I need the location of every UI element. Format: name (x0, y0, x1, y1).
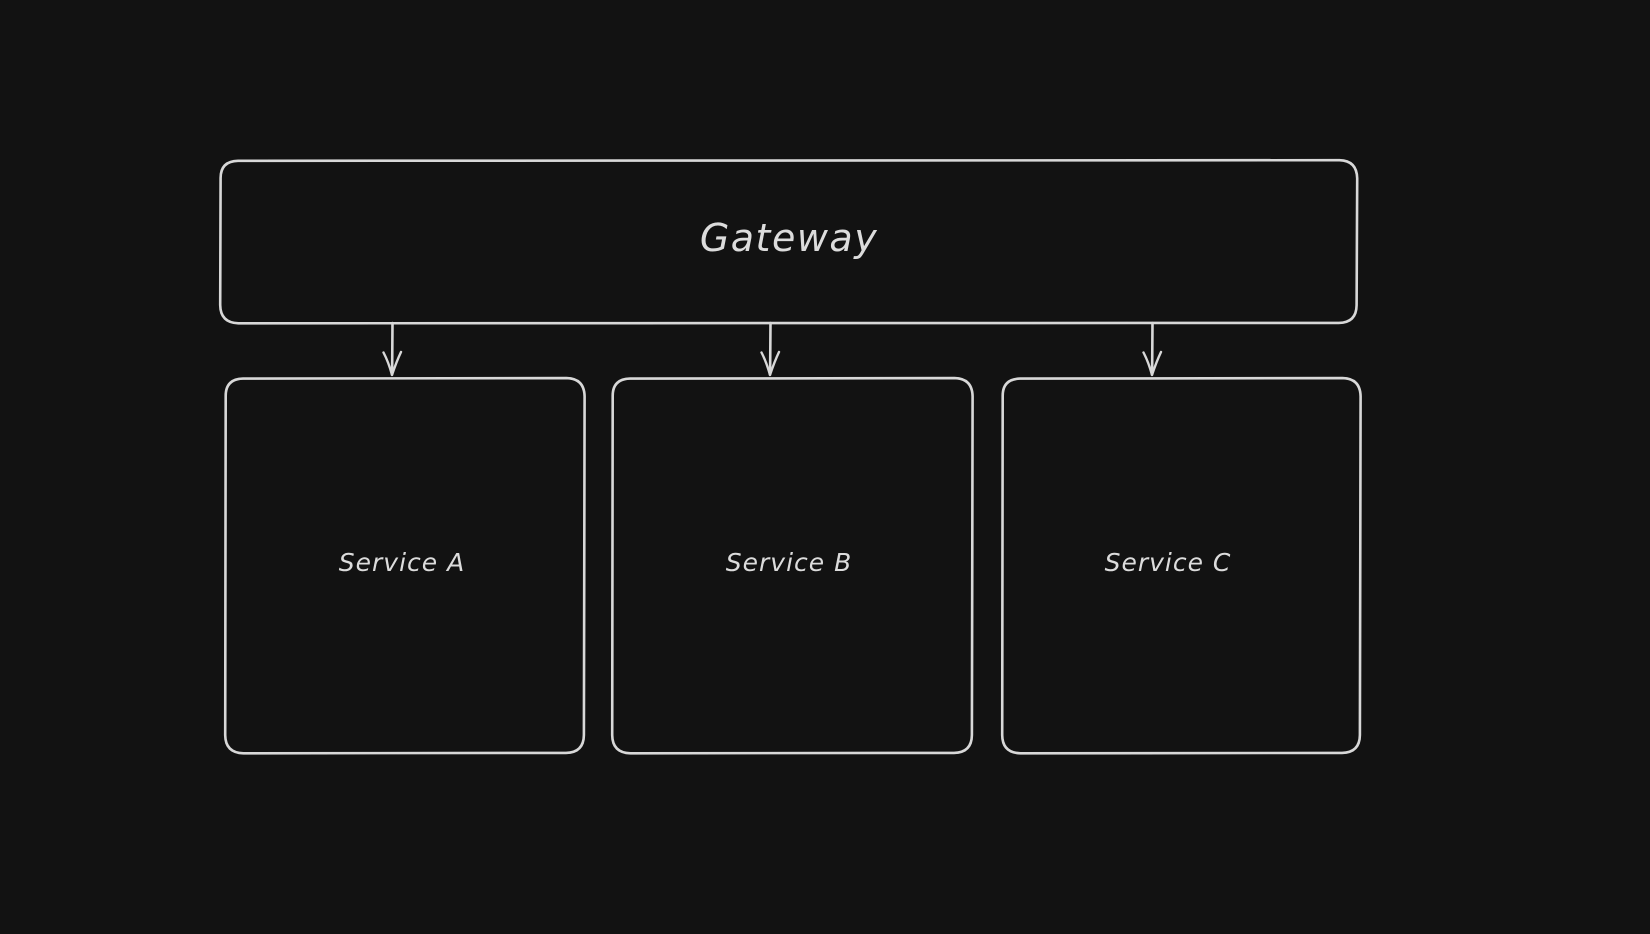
edge-gateway-to-service-c[interactable] (1142, 321, 1163, 377)
node-service-a[interactable]: Service A (223, 376, 586, 755)
node-gateway[interactable]: Gateway (218, 158, 1359, 325)
node-service-b-outline (610, 376, 974, 755)
node-layer: Gateway Service A Service B Service C (218, 158, 1362, 755)
node-service-b[interactable]: Service B (610, 376, 974, 755)
edge-shaft (1150, 321, 1154, 376)
node-gateway-outline (218, 158, 1359, 325)
edge-gateway-to-service-b[interactable] (760, 321, 781, 377)
node-service-b-label: Service B (726, 548, 853, 577)
arrowhead-icon (1142, 350, 1163, 377)
arrowhead-icon (382, 350, 403, 377)
edge-layer (382, 321, 1163, 377)
node-service-c[interactable]: Service C (1000, 376, 1362, 755)
edge-shaft (390, 321, 394, 376)
node-service-a-label: Service A (339, 548, 465, 577)
node-service-a-outline (223, 376, 586, 755)
node-service-c-outline (1000, 376, 1362, 755)
node-gateway-label: Gateway (700, 216, 878, 260)
edge-gateway-to-service-a[interactable] (382, 321, 403, 377)
arrowhead-icon (760, 350, 781, 377)
edge-shaft (768, 321, 772, 376)
node-service-c-label: Service C (1105, 548, 1232, 577)
